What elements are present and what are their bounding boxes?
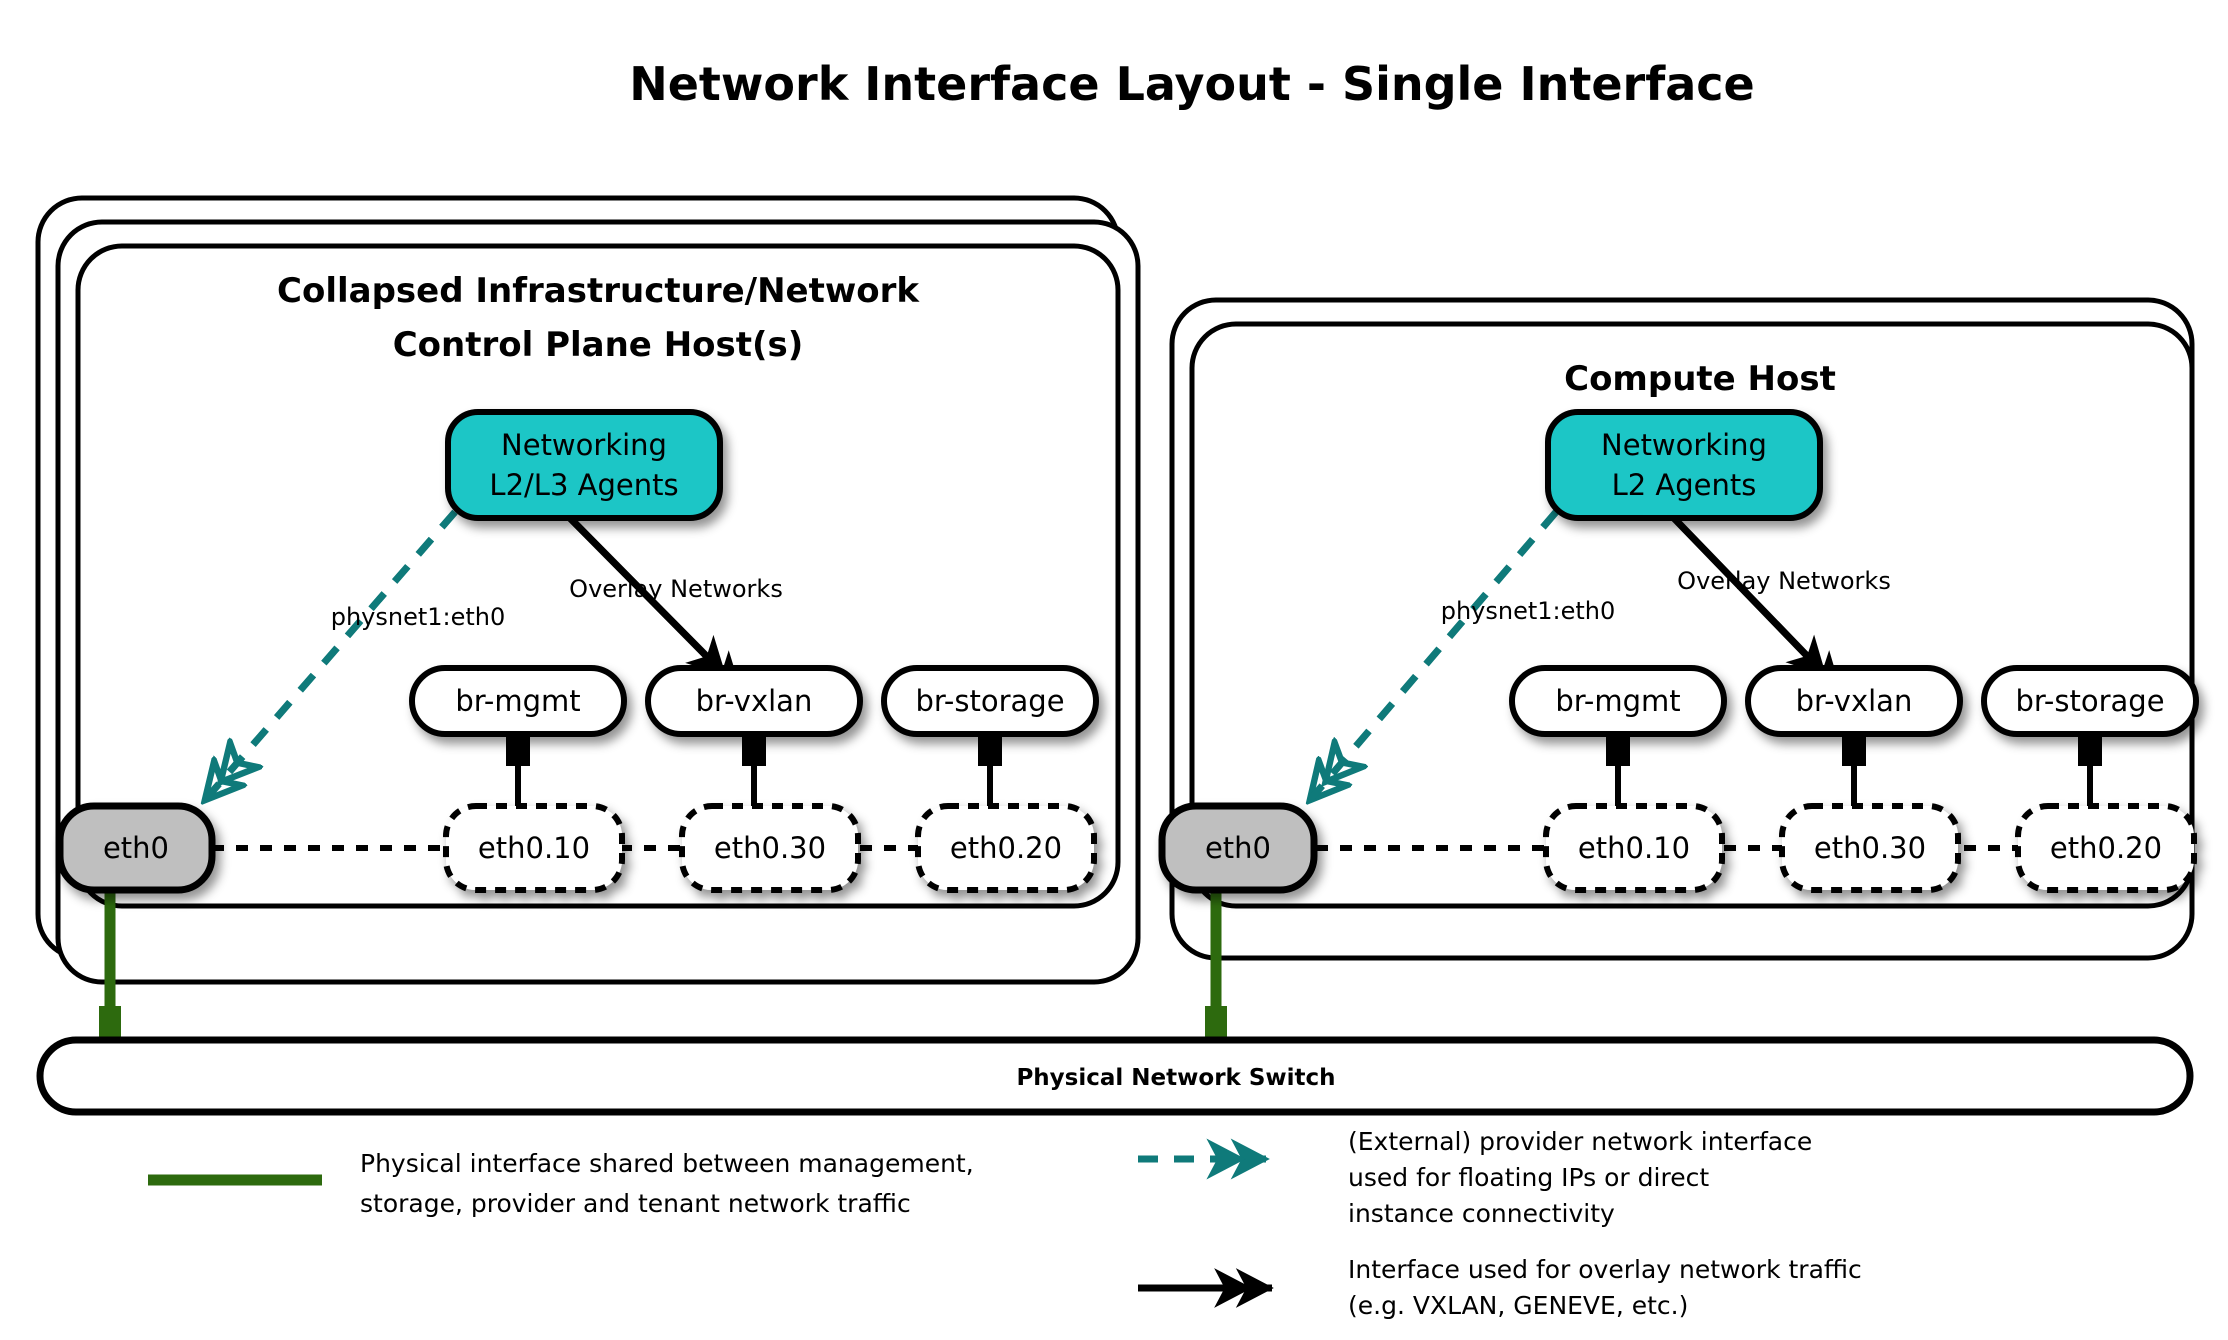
bridge-node-storage[interactable] (1981, 665, 2199, 737)
provider-network-link-chevron2 (1307, 509, 1559, 803)
networking-agents-node[interactable] (1545, 409, 1823, 521)
vlan-node-eth0-10[interactable] (1543, 803, 1725, 893)
bridge-label-vxlan: br-vxlan (696, 684, 813, 718)
agents-label-line2: L2 Agents (1612, 468, 1757, 502)
physical-interface-node[interactable] (56, 802, 216, 894)
host-title-line2: Control Plane Host(s) (393, 325, 804, 365)
vlan-box-eth0-30 (679, 803, 861, 893)
bridge-node-mgmt[interactable] (1509, 665, 1727, 737)
bridge-box-storage (881, 665, 1099, 737)
vlan-box-eth0-30 (1779, 803, 1961, 893)
overlay-network-link-chevron2 (561, 509, 743, 693)
bridge-label-storage: br-storage (915, 684, 1064, 718)
overlay-link-label: Overlay Networks (569, 575, 783, 603)
vlan-label-eth0-10: eth0.10 (478, 831, 590, 865)
host-card-front (1189, 321, 2195, 909)
legend-provider-line-2: used for floating IPs or direct (1348, 1163, 1709, 1192)
vlan-label-eth0-10: eth0.10 (1578, 831, 1690, 865)
vlan-box-eth0-20 (2015, 803, 2197, 893)
vlan-node-eth0-30[interactable] (679, 803, 861, 893)
bridge-label-mgmt: br-mgmt (1555, 684, 1680, 718)
networking-agents-node[interactable] (445, 409, 723, 521)
physical-interface-label: eth0 (1205, 831, 1271, 865)
vlan-box-eth0-10 (1543, 803, 1725, 893)
vlan-node-eth0-30[interactable] (1779, 803, 1961, 893)
legend-overlay-line-2: (e.g. VXLAN, GENEVE, etc.) (1348, 1291, 1688, 1320)
page-title: Network Interface Layout - Single Interf… (629, 57, 1755, 111)
legend-item-overlay: Interface used for overlay network traff… (1138, 1255, 1862, 1320)
agents-label-line2: L2/L3 Agents (489, 468, 678, 502)
overlay-network-link-chevron2 (1665, 509, 1843, 693)
legend-physical-line-2: storage, provider and tenant network tra… (360, 1189, 911, 1218)
networking-agents-box (1545, 409, 1823, 521)
provider-link-label: physnet1:eth0 (331, 603, 506, 631)
agents-label-line1: Networking (501, 428, 667, 462)
provider-network-link-chevron2 (202, 509, 458, 803)
host-title-line1: Collapsed Infrastructure/Network (277, 271, 920, 311)
switch-label: Physical Network Switch (1016, 1065, 1335, 1091)
host-compute[interactable]: Compute Host physnet1:eth0 Overlay Netwo… (1158, 297, 2199, 1046)
bridge-node-mgmt[interactable] (409, 665, 627, 737)
vlan-label-eth0-30: eth0.30 (1814, 831, 1926, 865)
legend-item-provider: (External) provider network interface us… (1138, 1127, 1812, 1228)
bridge-box-vxlan (645, 665, 863, 737)
overlay-link-label: Overlay Networks (1677, 567, 1891, 595)
physical-interface-box (56, 802, 216, 894)
bridge-node-storage[interactable] (881, 665, 1099, 737)
physical-interface-label: eth0 (103, 831, 169, 865)
host-title-line1: Compute Host (1564, 359, 1836, 399)
provider-link-label: physnet1:eth0 (1441, 597, 1616, 625)
bridge-node-vxlan[interactable] (645, 665, 863, 737)
bridge-box-mgmt (1509, 665, 1727, 737)
bridge-label-vxlan: br-vxlan (1796, 684, 1913, 718)
physical-interface-node[interactable] (1158, 802, 1318, 894)
host-card-front (75, 243, 1121, 909)
networking-agents-box (445, 409, 723, 521)
vlan-node-eth0-10[interactable] (443, 803, 625, 893)
physical-network-switch[interactable]: Physical Network Switch (36, 1036, 2194, 1116)
vlan-node-eth0-20[interactable] (2015, 803, 2197, 893)
switch-bar (36, 1036, 2194, 1116)
host-control-plane[interactable]: Collapsed Infrastructure/Network Control… (35, 195, 1141, 1046)
legend-overlay-line-1: Interface used for overlay network traff… (1348, 1255, 1862, 1284)
vlan-label-eth0-30: eth0.30 (714, 831, 826, 865)
bridge-label-mgmt: br-mgmt (455, 684, 580, 718)
bridge-box-vxlan (1745, 665, 1963, 737)
legend-provider-line-1: (External) provider network interface (1348, 1127, 1812, 1156)
agents-label-line1: Networking (1601, 428, 1767, 462)
vlan-box-eth0-20 (915, 803, 1097, 893)
legend: Physical interface shared between manage… (148, 1127, 1862, 1320)
vlan-label-eth0-20: eth0.20 (950, 831, 1062, 865)
bridge-box-mgmt (409, 665, 627, 737)
bridge-box-storage (1981, 665, 2199, 737)
bridge-node-vxlan[interactable] (1745, 665, 1963, 737)
bridge-label-storage: br-storage (2015, 684, 2164, 718)
legend-physical-line-1: Physical interface shared between manage… (360, 1149, 974, 1178)
vlan-node-eth0-20[interactable] (915, 803, 1097, 893)
physical-interface-box (1158, 802, 1318, 894)
vlan-label-eth0-20: eth0.20 (2050, 831, 2162, 865)
legend-provider-line-3: instance connectivity (1348, 1199, 1615, 1228)
legend-item-physical: Physical interface shared between manage… (148, 1149, 974, 1218)
vlan-box-eth0-10 (443, 803, 625, 893)
